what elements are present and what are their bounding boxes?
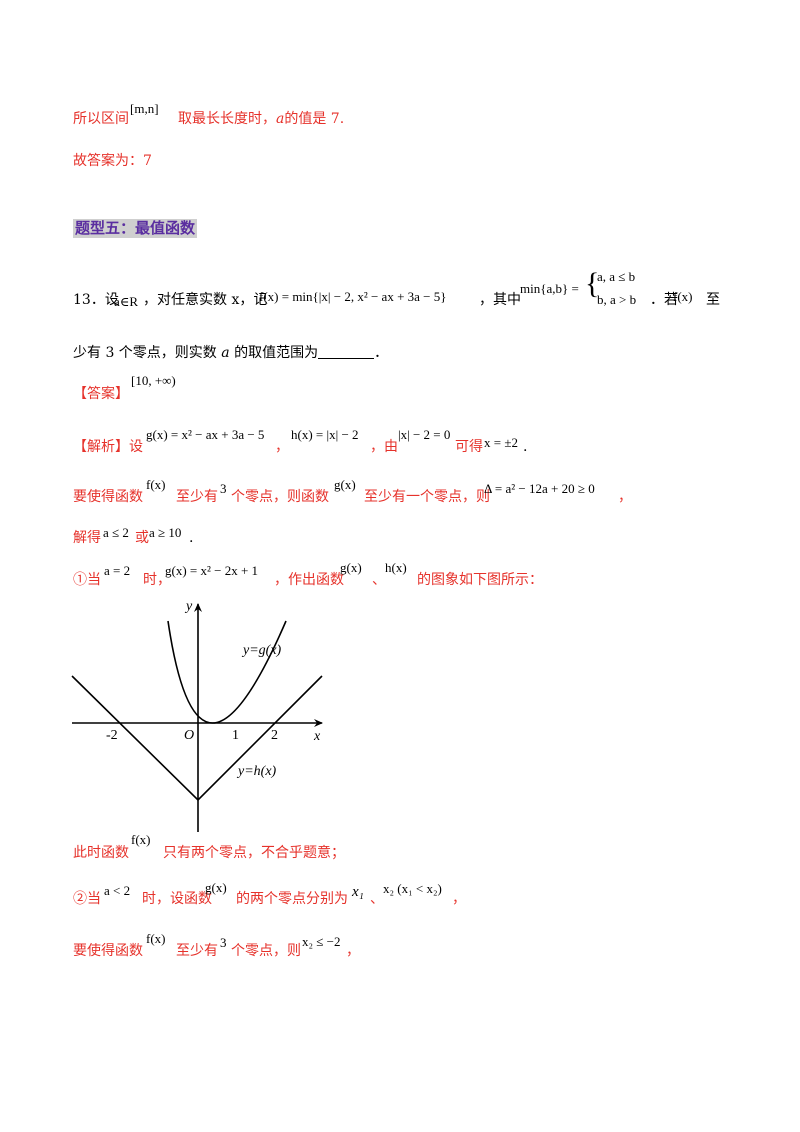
text: 或	[135, 530, 149, 546]
analysis-label: 【解析】设	[73, 439, 143, 455]
case-condition: a < 2	[104, 883, 131, 898]
text: ①当	[73, 572, 101, 588]
min-definition: min{a,b} =	[520, 281, 579, 296]
g-curve-label: y=g(x)	[241, 643, 282, 658]
text: ．	[374, 345, 389, 361]
text: 、	[370, 891, 384, 907]
text: 、	[372, 572, 386, 588]
tick-label-2: 2	[271, 728, 278, 743]
q13-line2: 少有 3 个零点，则实数 a 的取值范围为 ．	[73, 346, 388, 360]
fx-expr: f(x)	[131, 832, 151, 847]
root-x2: x₂ (x₁ < x₂)	[383, 881, 442, 896]
question-number: 13．设	[73, 292, 119, 308]
fx-expr: f(x)	[146, 477, 166, 492]
text: 可得	[455, 439, 483, 455]
text: .	[523, 439, 528, 455]
text: 的值是 7.	[284, 111, 345, 127]
text: 所以区间	[73, 111, 129, 127]
h-curve	[71, 675, 323, 802]
q13-text: ．若	[650, 292, 678, 308]
cond-expr: a∈R	[114, 294, 139, 309]
hx-expr: h(x)	[385, 560, 407, 575]
origin-label: O	[184, 728, 194, 743]
gx-expr: g(x)	[334, 477, 356, 492]
conclusion-line-cont: 取最长长度时，a的值是 7.	[178, 112, 344, 126]
text: 少有 3 个零点，则实数	[73, 345, 217, 361]
text: 时，设函数	[142, 891, 212, 907]
text: 个零点，则	[231, 943, 301, 959]
solution: x = ±2	[484, 435, 518, 450]
case-condition: a = 2	[104, 563, 131, 578]
gx-expr: g(x)	[205, 880, 227, 895]
y-axis-label: y	[184, 600, 193, 614]
text: 时，	[143, 572, 171, 588]
fx-expr: f(x)	[673, 289, 693, 304]
discriminant: Δ = a² − 12a + 20 ≥ 0	[484, 481, 595, 496]
q13-text: ，对任意实数 x，记	[143, 292, 268, 308]
text: 个零点，则函数	[231, 489, 329, 505]
question-13: 13．设	[73, 293, 119, 307]
text: ，由	[370, 439, 398, 455]
var-a: a	[276, 111, 285, 127]
text: ，	[346, 943, 360, 959]
final-answer-line: 故答案为：7	[73, 153, 152, 169]
text: .	[189, 530, 194, 546]
number-3: 3	[220, 481, 227, 496]
section-title: 题型五：最值函数	[73, 219, 198, 238]
x-axis-label: x	[313, 729, 321, 744]
text: ，作出函数	[274, 572, 344, 588]
x2-condition: x₂ ≤ −2	[302, 934, 341, 949]
text: ②当	[73, 891, 101, 907]
function-graph: y x O -2 1 2 y=g(x) y=h(x)	[71, 600, 323, 832]
q13-text: 至	[706, 292, 720, 308]
answer-label: 【答案】	[73, 386, 129, 402]
g-curve	[167, 620, 287, 724]
min-case-2: b, a > b	[597, 292, 637, 307]
text: ，	[275, 439, 289, 455]
equation: |x| − 2 = 0	[398, 427, 451, 442]
root-x1: x₁	[352, 884, 364, 900]
text: ，	[452, 891, 466, 907]
text: ，	[618, 489, 632, 505]
gx-expr: g(x)	[340, 560, 362, 575]
text: 取最长长度时，	[178, 111, 276, 127]
g-definition: g(x) = x² − ax + 3a − 5	[146, 427, 265, 442]
text: 要使得函数	[73, 943, 143, 959]
fx-expr: f(x)	[146, 931, 166, 946]
answer-value: [10, +∞)	[131, 373, 176, 388]
text: 至少有	[176, 489, 218, 505]
text: 的两个零点分别为	[236, 891, 348, 907]
text: 的图象如下图所示：	[417, 572, 543, 588]
interval-expr: [m,n]	[130, 101, 159, 116]
text: 只有两个零点，不合乎题意；	[163, 845, 345, 861]
var-a: a	[221, 345, 230, 361]
tick-label-neg2: -2	[106, 728, 118, 743]
text: 要使得函数	[73, 489, 143, 505]
text: 至少有一个零点，则	[364, 489, 490, 505]
text: 解得	[73, 530, 101, 546]
answer-blank	[318, 358, 375, 359]
f-definition: f(x) = min{|x| − 2, x² − ax + 3a − 5}	[259, 289, 447, 304]
solution-1: a ≤ 2	[103, 525, 129, 540]
number-3: 3	[220, 935, 227, 950]
q13-text: ，其中	[479, 292, 521, 308]
conclusion-line: 所以区间	[73, 112, 129, 126]
g-specific: g(x) = x² − 2x + 1	[165, 563, 259, 578]
text: 的取值范围为	[234, 345, 319, 361]
tick-label-1: 1	[232, 728, 239, 743]
h-curve-label: y=h(x)	[236, 764, 277, 779]
text: 此时函数	[73, 845, 129, 861]
h-definition: h(x) = |x| − 2	[291, 427, 359, 442]
text: 至少有	[176, 943, 218, 959]
min-case-1: a, a ≤ b	[597, 269, 636, 284]
min-brace: {	[585, 267, 600, 300]
solution-2: a ≥ 10	[149, 525, 182, 540]
